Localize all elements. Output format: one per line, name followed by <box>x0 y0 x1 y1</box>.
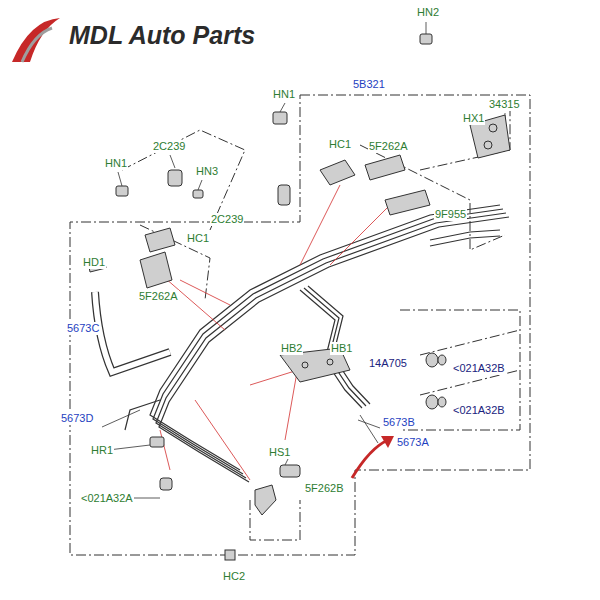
callout-number: 9F955 <box>434 208 467 221</box>
callout-number: <021A32A <box>80 492 134 505</box>
callout-number: HC1 <box>328 138 352 151</box>
callout-number: HC2 <box>222 570 246 583</box>
callout-number: 2C239 <box>152 140 186 153</box>
callout-number: HB2 <box>280 342 303 355</box>
callout-number: <021A32B <box>452 362 506 375</box>
callout-number: 5673A <box>396 436 430 449</box>
callout-number: HN3 <box>195 165 219 178</box>
callout-number: 5673D <box>60 412 94 425</box>
callout-number: 5673C <box>66 322 100 335</box>
callout-number: <021A32B <box>452 404 506 417</box>
callout-number: 34315 <box>488 98 521 111</box>
brand-logo: MDL Auto Parts <box>68 20 256 50</box>
callout-number: HR1 <box>90 444 114 457</box>
callout-number: HB1 <box>330 342 353 355</box>
callout-number: 14A705 <box>368 357 408 370</box>
callout-number: HN1 <box>104 157 128 170</box>
callout-number: 5F262A <box>368 140 409 153</box>
callout-number: HC1 <box>186 232 210 245</box>
callout-number: HS1 <box>268 446 291 459</box>
callout-number: HD1 <box>82 256 106 269</box>
callout-number: 5B321 <box>352 78 386 91</box>
callout-number: 5F262A <box>138 290 179 303</box>
callout-number: 5F262B <box>304 482 345 495</box>
callout-number: HN2 <box>416 6 440 19</box>
callout-number: 2C239 <box>210 213 244 226</box>
callout-number: HN1 <box>272 88 296 101</box>
callout-number: 5673B <box>382 416 416 429</box>
callout-number: HX1 <box>462 112 485 125</box>
